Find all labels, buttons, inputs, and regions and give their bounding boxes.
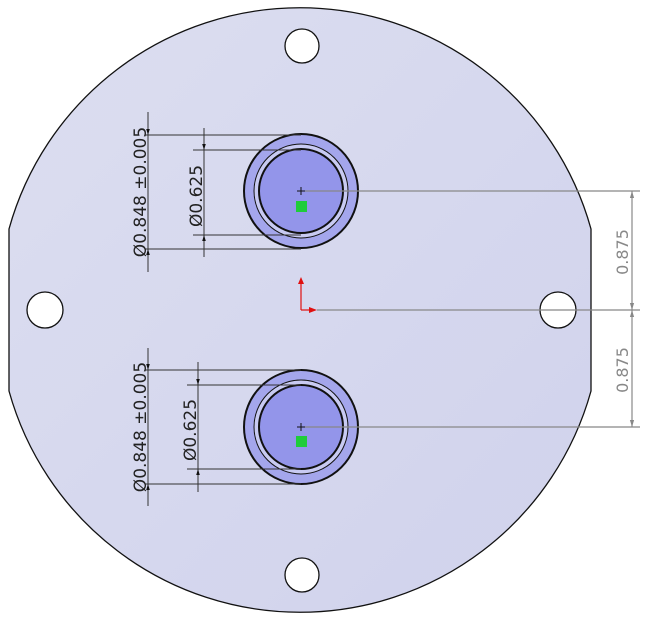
plate-outline [8,7,592,613]
dim-label[interactable]: Ø0.625 [181,399,201,461]
dim-bottom-inner[interactable]: Ø0.625 [181,362,301,492]
origin-icon [298,277,317,313]
bolt-hole-left[interactable] [26,291,64,329]
dim-bottom-outer[interactable]: Ø0.848 ±0.005 [131,348,301,506]
dim-label[interactable]: Ø0.848 ±0.005 [131,127,151,257]
center-mark-icon [297,423,305,431]
dim-label[interactable]: 0.875 [613,347,632,393]
constraint-marker-icon[interactable] [296,436,307,447]
dim-vertical-lower[interactable]: 0.875 [305,310,640,428]
dim-label[interactable]: Ø0.625 [187,165,207,227]
boss-bottom[interactable] [243,369,359,485]
bolt-hole-top[interactable] [284,28,320,64]
dim-top-inner[interactable]: Ø0.625 [187,128,301,257]
bolt-hole-bottom[interactable] [284,557,320,593]
center-mark-icon [297,187,305,195]
dim-label[interactable]: Ø0.848 ±0.005 [131,362,151,492]
constraint-marker-icon[interactable] [296,201,307,212]
dim-top-outer[interactable]: Ø0.848 ±0.005 [131,112,301,272]
dim-vertical-upper[interactable]: 0.875 [305,190,640,311]
dim-label[interactable]: 0.875 [613,229,632,275]
